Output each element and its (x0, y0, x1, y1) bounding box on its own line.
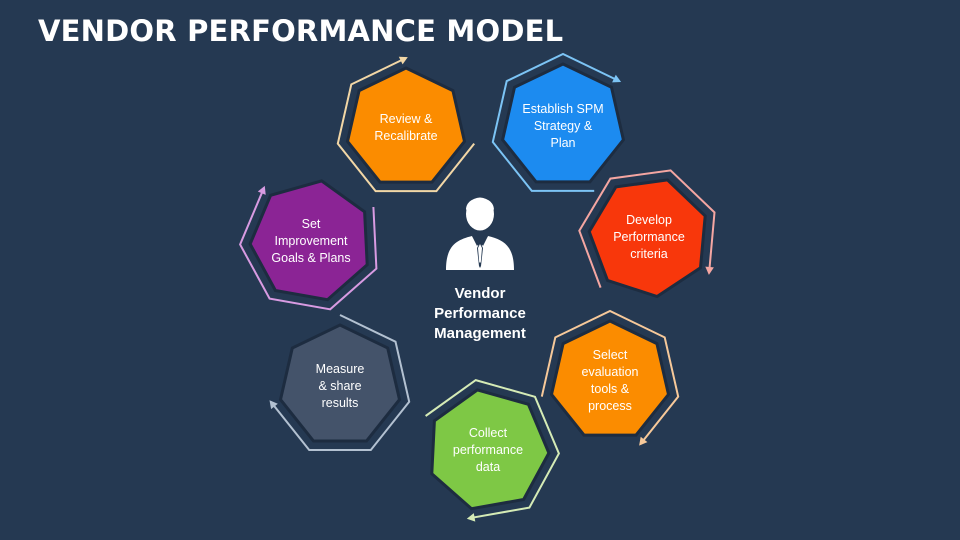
step-label-line: Establish SPM (522, 101, 604, 116)
center-label: Vendor Performance Management (400, 284, 560, 344)
step-label-line: Recalibrate (374, 129, 438, 143)
step-outline-arc (238, 187, 378, 311)
step-label-line: evaluation (581, 365, 639, 379)
step-outline-arc (425, 379, 561, 520)
step-outline-arc (270, 314, 411, 451)
step-label-line: & share (318, 378, 362, 393)
step-label: Review & Recalibrate (351, 111, 461, 145)
step-label: Select evaluation tools & process (555, 347, 665, 415)
arrow-head-icon (639, 436, 648, 446)
step-outline-arc (336, 57, 475, 193)
step-heptagon (500, 62, 626, 184)
step-label-line: Measure (315, 361, 365, 376)
step-label-line: Improvement (274, 233, 348, 248)
step-label-line: data (475, 459, 501, 474)
step-label-line: Review & (379, 112, 433, 126)
step-label-line: criteria (630, 246, 668, 261)
step-label-line: process (588, 399, 632, 413)
arrow-head-icon (269, 400, 278, 410)
step-label: Collect performance data (433, 425, 543, 476)
step-heptagon (587, 178, 707, 299)
arrow-head-icon (705, 266, 714, 275)
step-label-line: tools & (590, 382, 630, 396)
step-label-line: Goals & Plans (271, 250, 351, 265)
step-heptagon (248, 179, 369, 302)
step-label: Measure & share results (285, 361, 395, 412)
step-heptagon (549, 319, 671, 437)
step-label-line: Strategy & (533, 118, 593, 133)
center-label-line: Management (434, 325, 526, 342)
arrow-head-icon (257, 185, 266, 195)
center-label-line: Vendor (454, 285, 506, 302)
step-label-line: Set (301, 216, 321, 231)
step-label-line: Select (592, 348, 628, 362)
step-outline-arc (491, 52, 620, 192)
arrow-head-icon (612, 74, 622, 83)
step-outline-arc (540, 309, 680, 445)
step-heptagon (278, 323, 402, 443)
step-heptagon (345, 66, 467, 184)
step-heptagon (430, 388, 551, 511)
step-label-line: Plan (550, 135, 576, 150)
step-outline-arc (578, 169, 716, 288)
businessman-icon (446, 197, 514, 270)
arrow-head-icon (398, 56, 408, 65)
arrow-head-icon (466, 513, 476, 522)
step-label-line: Collect (468, 425, 508, 440)
step-label-line: results (321, 395, 359, 410)
center-label-line: Performance (434, 305, 526, 322)
slide-title: VENDOR PERFORMANCE MODEL (38, 14, 564, 48)
step-label-line: Develop (626, 212, 672, 227)
step-label-line: performance (452, 442, 524, 457)
step-label: Establish SPM Strategy & Plan (508, 101, 618, 152)
step-label-line: Performance (613, 229, 685, 244)
